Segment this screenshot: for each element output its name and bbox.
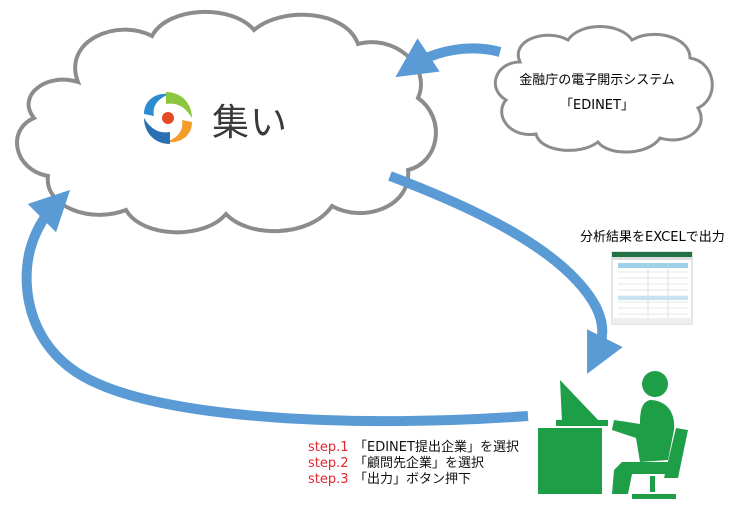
swirl-logo-icon [144, 92, 192, 144]
step-number: step.1 [308, 440, 349, 455]
edinet-cloud-shape [493, 25, 714, 154]
step-text: 「出力」ボタン押下 [354, 472, 472, 487]
edinet-system-label: 金融庁の電子開示システム [519, 73, 675, 88]
step-item: step.3 「出力」ボタン押下 [308, 472, 519, 488]
cloud-shape [15, 10, 438, 235]
excel-spreadsheet-icon [611, 251, 693, 325]
step-number: step.3 [308, 472, 349, 487]
step-item: step.1 「EDINET提出企業」を選択 [308, 440, 519, 456]
step-list: step.1 「EDINET提出企業」を選択 step.2 「顧問先企業」を選択 s… [308, 440, 519, 488]
arrow-edinet-to-cloud [395, 38, 502, 78]
step-text: 「顧問先企業」を選択 [354, 456, 485, 471]
arrow-cloud-to-user [388, 171, 623, 374]
step-item: step.2 「顧問先企業」を選択 [308, 456, 519, 472]
excel-output-label: 分析結果をEXCELで出力 [580, 230, 725, 245]
step-text: 「EDINET提出企業」を選択 [354, 440, 519, 455]
edinet-name-label: 「EDINET」 [560, 98, 634, 113]
user-at-desk-icon [538, 371, 688, 499]
arrow-user-to-cloud [21, 189, 529, 427]
service-name: 集い [212, 101, 288, 144]
step-number: step.2 [308, 456, 349, 471]
